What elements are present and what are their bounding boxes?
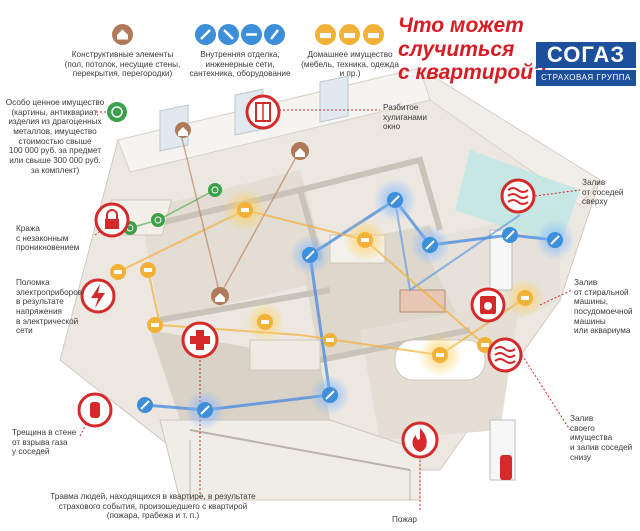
wrench-icon (322, 387, 338, 403)
water-waves-icon (500, 178, 536, 214)
sofa-icon (432, 347, 448, 363)
sofa-icon (140, 262, 156, 278)
power-surge-icon (80, 278, 116, 314)
house-icon (175, 122, 191, 138)
sofa-icon (110, 264, 126, 280)
wrench-icon (241, 24, 262, 45)
wrench-icon (218, 24, 239, 45)
wrench-icon (422, 237, 438, 253)
lock-icon (94, 202, 130, 238)
house-icon (211, 287, 229, 305)
broken-window-icon (245, 94, 281, 130)
risk-icons (77, 94, 536, 480)
wrench-icon (137, 397, 153, 413)
legend-engineering: Внутренняя отделка,инженерные сети,санте… (189, 50, 291, 79)
wrench-icon (387, 192, 403, 208)
callout-fire: Пожар (392, 515, 417, 524)
legend-structure: Конструктивные элементы(пол, потолок, не… (64, 50, 181, 79)
sofa-icon (315, 24, 336, 45)
sofa-icon (147, 317, 163, 333)
headline: Что может случиться с квартирой? (398, 14, 546, 85)
sofa-icon (517, 290, 533, 306)
sofa-icon (257, 314, 273, 330)
sofa-icon (363, 24, 384, 45)
sofa-icon (323, 333, 337, 347)
water-waves-icon (487, 337, 523, 373)
wrench-icon (195, 24, 216, 45)
sofa-icon (357, 232, 373, 248)
house-icon (291, 142, 309, 160)
wrench-icon (302, 247, 318, 263)
callout-injury: Травма людей, находящихся в квартире, в … (50, 492, 256, 521)
coin-icon (208, 183, 222, 197)
engineering-markers (137, 192, 563, 418)
wrench-icon (197, 402, 213, 418)
wrench-icon (264, 24, 285, 45)
sofa-icon (339, 24, 360, 45)
wrench-icon (502, 227, 518, 243)
structure-markers (175, 122, 309, 305)
house-icon (112, 24, 133, 45)
wrench-icon (547, 232, 563, 248)
fire-icon (401, 421, 439, 459)
coin-icon (107, 102, 127, 122)
callout-valuables: Особо ценное имущество(картины, антиквар… (5, 98, 105, 175)
sogaz-logo: СОГАЗ СТРАХОВАЯ ГРУППА (536, 42, 636, 86)
sofa-icon (237, 202, 253, 218)
washing-machine-icon (470, 287, 506, 323)
extinguisher-icon (500, 455, 512, 480)
legend-property: Домашнее имущество(мебель, техника, одеж… (301, 50, 399, 79)
coin-icon (151, 213, 165, 227)
first-aid-icon (181, 321, 219, 359)
gas-cylinder-icon (77, 392, 113, 428)
